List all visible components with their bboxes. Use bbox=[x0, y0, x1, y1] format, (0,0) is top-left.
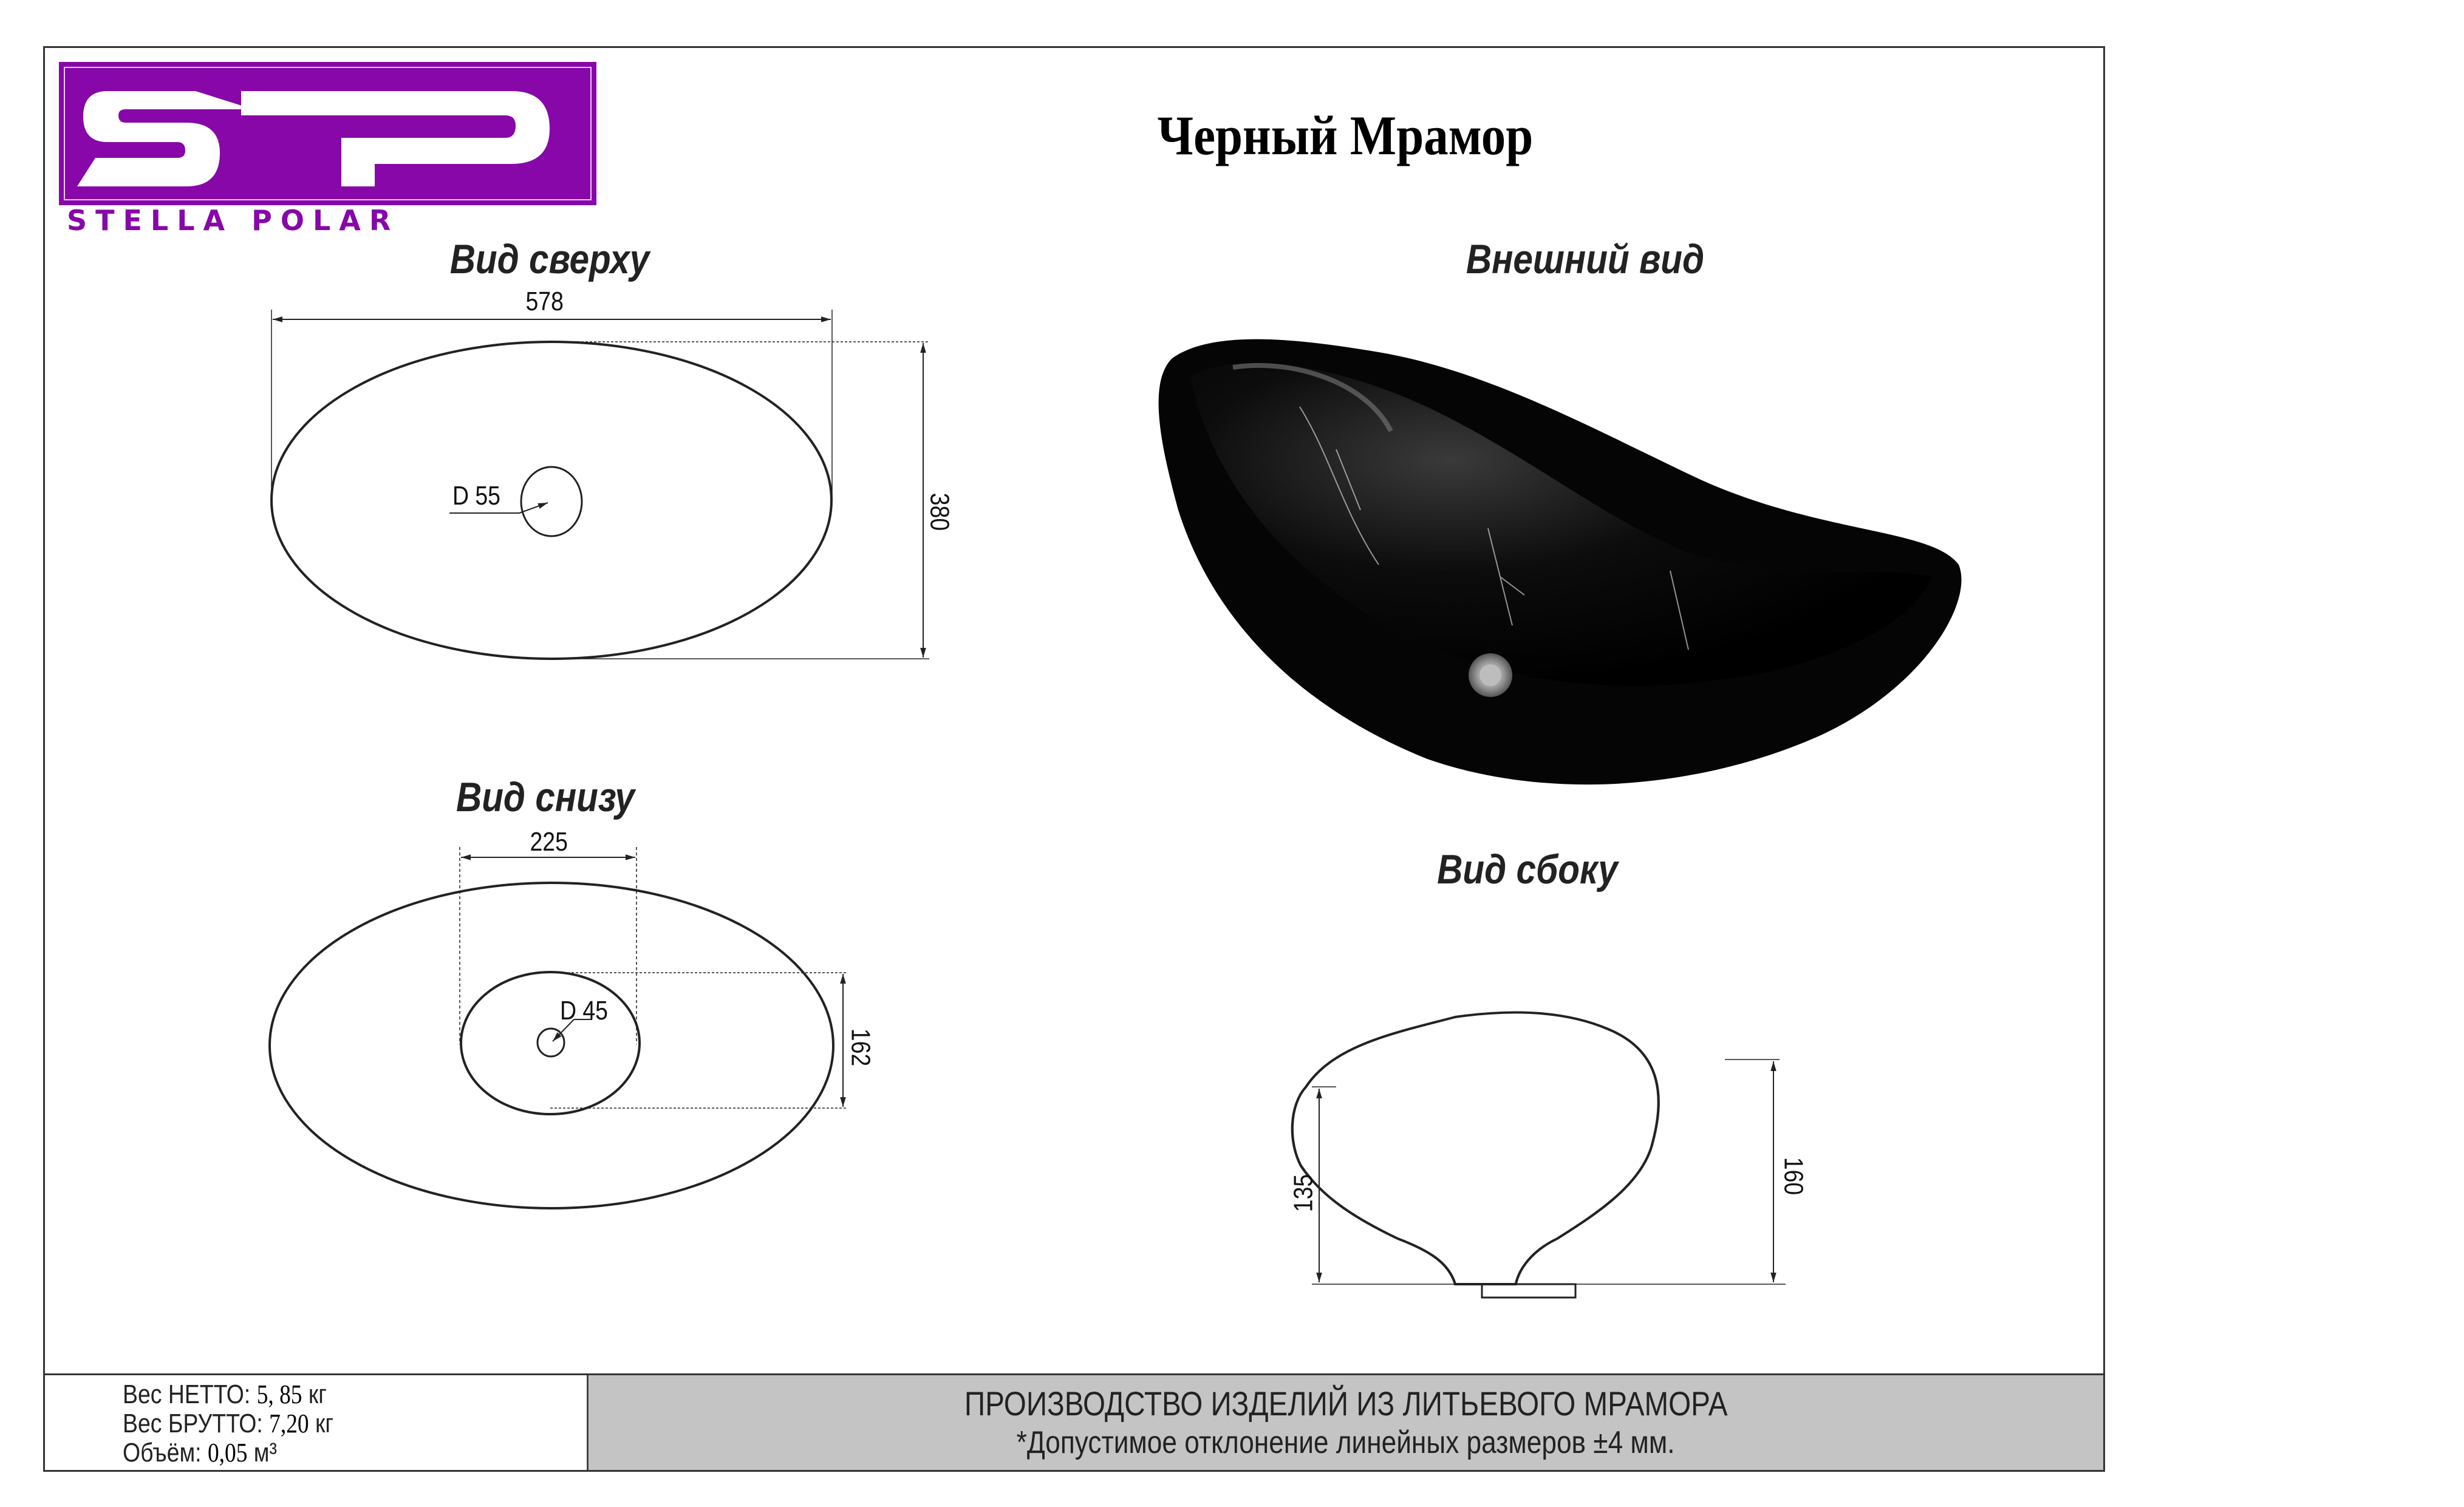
side-right-height-dim: 160 bbox=[1778, 1157, 1809, 1196]
side-view-label: Вид сбоку bbox=[1437, 846, 1618, 893]
sp-logo-icon bbox=[77, 91, 550, 186]
company-line: ПРОИЗВОДСТВО ИЗДЕЛИЙ ИЗ ЛИТЬЕВОГО МРАМОР… bbox=[964, 1384, 1728, 1423]
side-view-base bbox=[1481, 1283, 1577, 1299]
bottom-view-drawing bbox=[268, 847, 847, 1209]
exterior-view-label: Внешний вид bbox=[1466, 236, 1705, 282]
product-photo bbox=[1158, 339, 1962, 785]
tolerance-note: *Допустимое отклонение линейных размеров… bbox=[1017, 1425, 1675, 1460]
page-title: Черный Мрамор bbox=[1157, 104, 1534, 166]
footer-title-block: Вес НЕТТО: 5, 85 кг Вес БРУТТО: 7,20 кг … bbox=[43, 1373, 2105, 1472]
bottom-height-dim: 162 bbox=[845, 1028, 876, 1067]
top-width-dim: 578 bbox=[525, 287, 564, 316]
side-view-dimensions bbox=[1312, 1059, 1786, 1285]
top-view-drawing bbox=[270, 310, 929, 660]
spec-gross-weight: Вес БРУТТО: 7,20 кг bbox=[123, 1409, 334, 1438]
top-view-label: Вид сверху bbox=[449, 236, 650, 282]
brand-logo bbox=[59, 62, 596, 205]
bottom-width-dim: 225 bbox=[530, 827, 568, 857]
top-height-dim: 380 bbox=[924, 492, 955, 531]
bottom-drain-dim: D 45 bbox=[559, 996, 608, 1026]
side-view-drawing bbox=[1291, 1011, 1660, 1285]
specs-panel: Вес НЕТТО: 5, 85 кг Вес БРУТТО: 7,20 кг … bbox=[45, 1375, 589, 1470]
side-left-height-dim: 135 bbox=[1288, 1174, 1319, 1213]
spec-net-weight: Вес НЕТТО: 5, 85 кг bbox=[123, 1379, 327, 1409]
spec-volume: Объём: 0,05 м³ bbox=[123, 1438, 277, 1468]
top-drain-dim: D 55 bbox=[452, 481, 500, 511]
bottom-view-label: Вид снизу bbox=[456, 774, 635, 820]
brand-name: STELLA POLAR bbox=[67, 204, 400, 237]
logo-inner-border bbox=[64, 67, 592, 200]
company-panel: ПРОИЗВОДСТВО ИЗДЕЛИЙ ИЗ ЛИТЬЕВОГО МРАМОР… bbox=[589, 1375, 2103, 1470]
